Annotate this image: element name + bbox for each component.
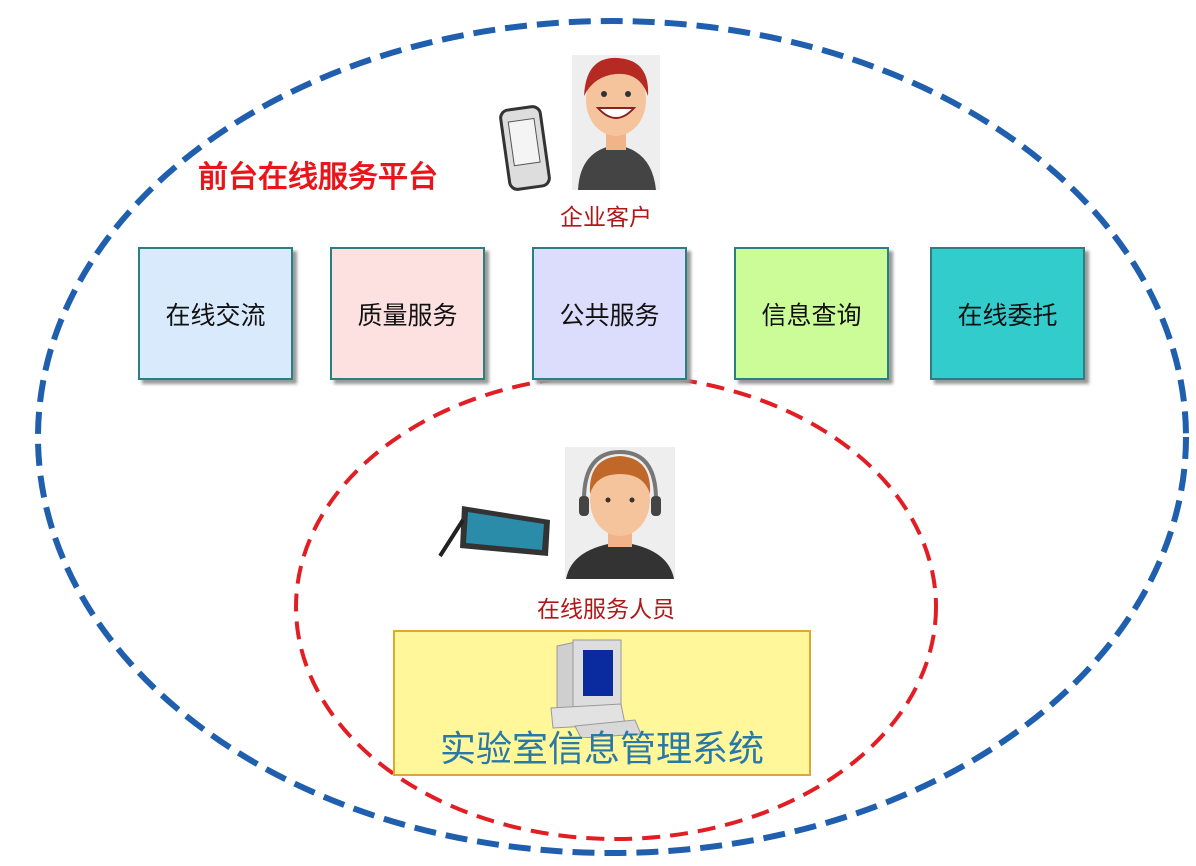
outer-platform-ellipse [35, 18, 1189, 856]
computer-icon [550, 639, 642, 738]
service-info-query: 信息查询 [734, 247, 889, 380]
customer-avatar-icon [572, 55, 660, 190]
lims-system-box: 实验室信息管理系统 [393, 630, 811, 776]
service-public: 公共服务 [532, 247, 687, 380]
mobile-phone-icon [499, 105, 551, 191]
service-label: 在线交流 [165, 300, 266, 330]
tablet-icon [438, 506, 550, 558]
lims-label: 实验室信息管理系统 [439, 729, 764, 770]
platform-title: 前台在线服务平台 [198, 160, 438, 195]
service-label: 信息查询 [761, 300, 862, 330]
service-quality: 质量服务 [330, 247, 485, 380]
support-staff-avatar-icon [565, 447, 675, 579]
service-label: 公共服务 [559, 300, 660, 330]
inner-staff-ellipse [294, 373, 938, 841]
service-online-commission: 在线委托 [930, 247, 1085, 380]
service-label: 质量服务 [357, 300, 458, 330]
service-online-chat: 在线交流 [138, 247, 293, 380]
service-label: 在线委托 [957, 300, 1058, 330]
customer-label: 企业客户 [560, 205, 652, 231]
staff-label: 在线服务人员 [537, 597, 675, 623]
